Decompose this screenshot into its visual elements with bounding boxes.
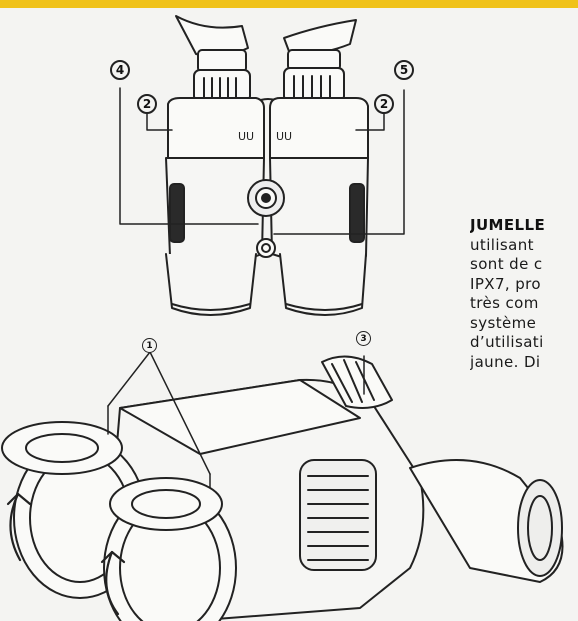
text-line: IPX7, pro xyxy=(470,274,541,293)
text-line: système xyxy=(470,313,537,332)
yellow-top-band xyxy=(0,0,578,8)
text-line: utilisant xyxy=(470,235,534,254)
binocular-front-view: UU UU xyxy=(119,15,405,316)
svg-text:UU: UU xyxy=(276,130,292,143)
callout-3: 3 xyxy=(356,331,371,346)
text-line: d’utilisati xyxy=(470,333,544,351)
manual-page: UU UU xyxy=(0,8,578,621)
callout-4: 4 xyxy=(110,60,130,80)
binocular-perspective-view xyxy=(1,351,564,621)
heading-line: JUMELLE xyxy=(470,216,546,234)
callout-5: 5 xyxy=(394,60,414,80)
svg-text:UU: UU xyxy=(238,130,254,143)
callout-2-right: 2 xyxy=(374,94,394,114)
text-line: très com xyxy=(470,294,539,312)
callout-1: 1 xyxy=(142,338,157,353)
text-line: sont de c xyxy=(470,255,543,273)
binocular-illustrations: UU UU xyxy=(1,15,564,621)
text-line: jaune. Di xyxy=(470,352,541,371)
callout-2-left: 2 xyxy=(137,94,157,114)
description-text: JUMELLE utilisant sont de c IPX7, pro tr… xyxy=(470,216,578,372)
